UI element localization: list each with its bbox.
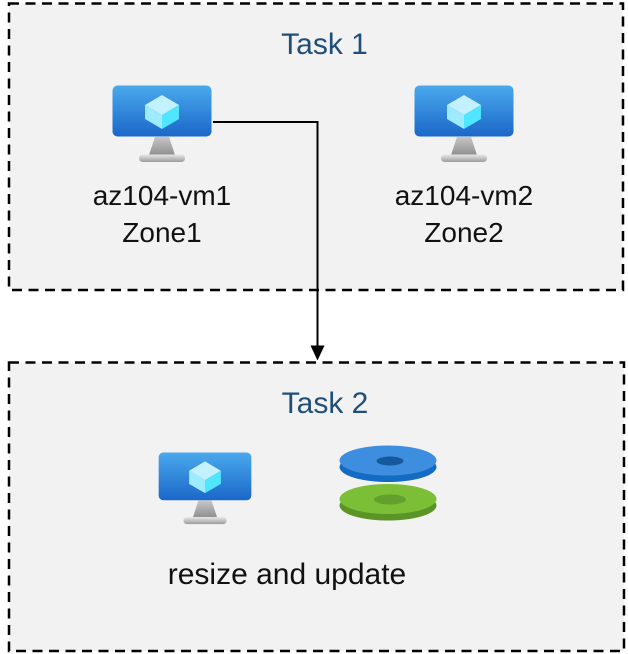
vm2-zone-label: Zone2 xyxy=(424,217,504,248)
task2-title: Task 2 xyxy=(281,387,369,420)
vm2-name-label: az104-vm2 xyxy=(394,180,534,211)
vm1-zone-label: Zone1 xyxy=(122,217,202,248)
managed-disks-icon xyxy=(339,445,437,521)
vm1-labels: az104-vm1 Zone1 xyxy=(93,177,232,251)
virtual-machine-icon xyxy=(414,85,514,162)
vm2-labels: az104-vm2 Zone2 xyxy=(395,177,534,251)
vm-unit-az104-vm1: az104-vm1 Zone1 xyxy=(82,85,242,251)
task2-caption: resize and update xyxy=(167,558,407,591)
task2-box: Task 2 resize and update xyxy=(8,362,624,652)
vm-unit-az104-vm2: az104-vm2 Zone2 xyxy=(384,85,544,251)
virtual-machine-icon xyxy=(158,452,252,525)
virtual-machine-icon xyxy=(112,85,212,162)
connector-arrowhead-icon xyxy=(310,345,325,361)
vm1-name-label: az104-vm1 xyxy=(92,180,232,211)
task1-title: Task 1 xyxy=(281,28,368,61)
task1-box: Task 1 az104-vm1 Zone1 az104-vm2 Zone2 xyxy=(8,3,623,290)
